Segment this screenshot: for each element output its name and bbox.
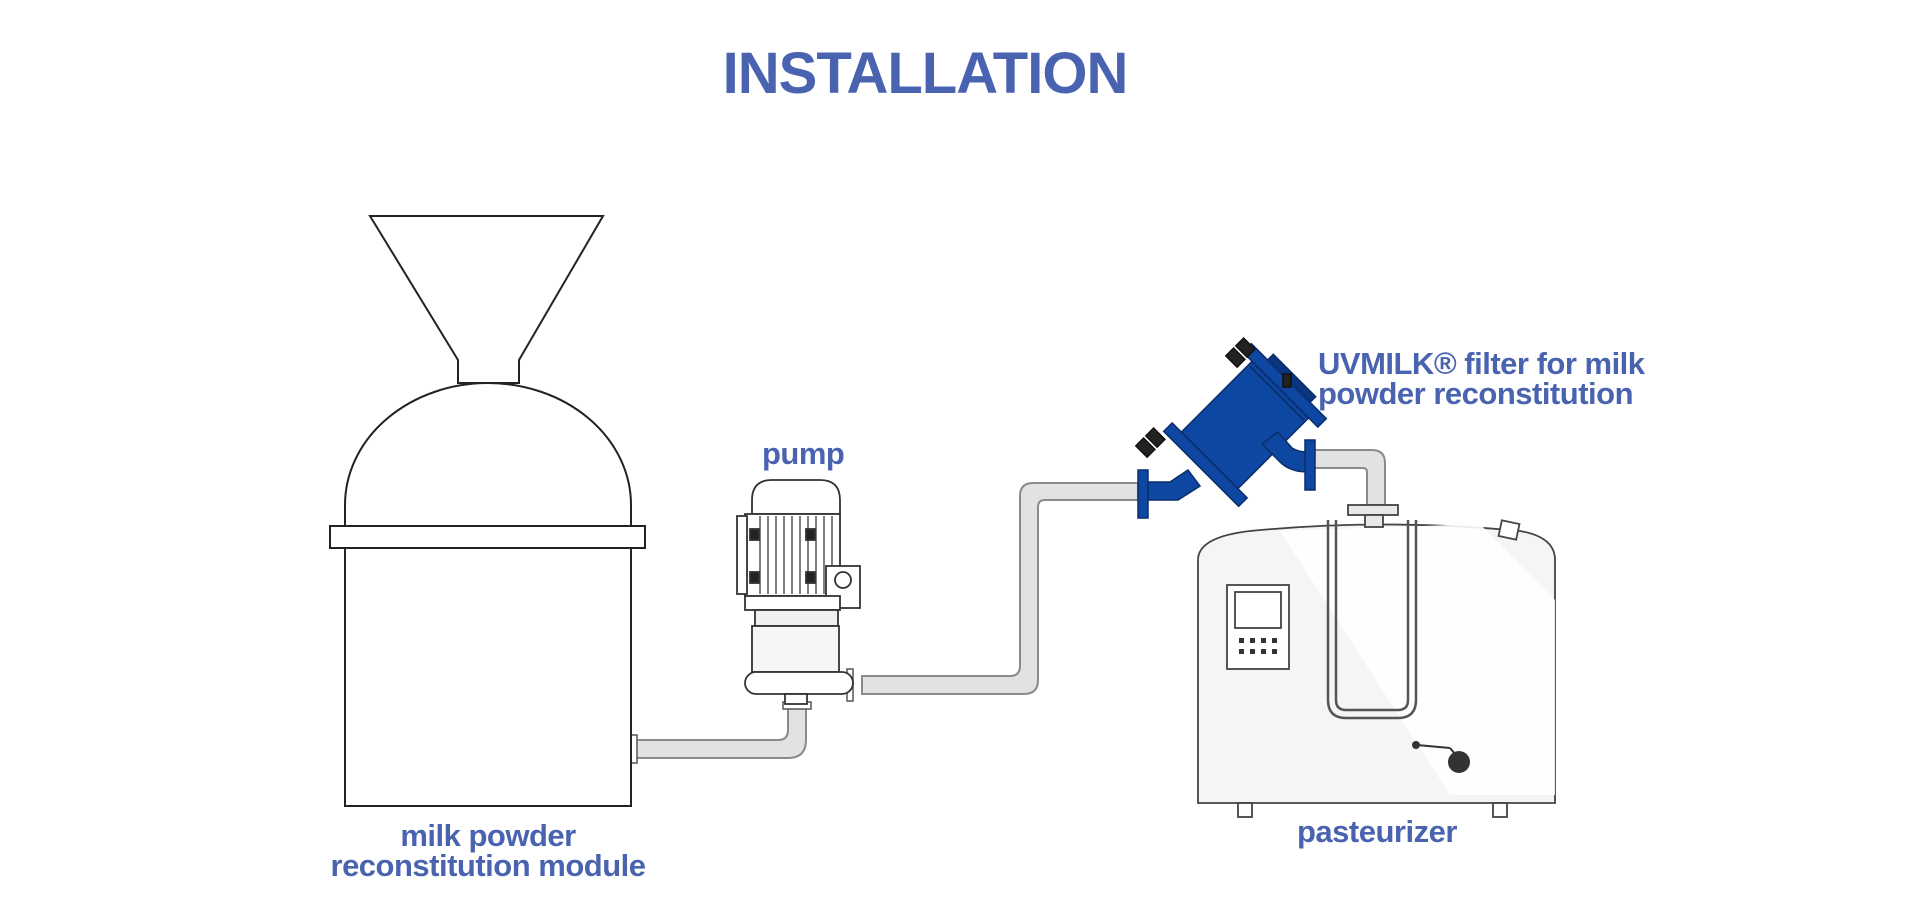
motor-bolt: [805, 571, 816, 584]
pasteurizer-label: pasteurizer: [1297, 814, 1457, 849]
tank-inlet-neck: [1364, 514, 1384, 528]
tank-foot: [1237, 802, 1253, 818]
pipe-filter-to-pasteurizer: [1311, 449, 1386, 506]
agitator-loop-inner: [1334, 520, 1410, 712]
module-label-line2: reconstitution module: [330, 848, 647, 883]
control-screen: [1234, 591, 1282, 629]
uvmilk-filter: [1134, 337, 1328, 519]
tank-highlight: [1280, 524, 1555, 795]
filter-label-line1: UVMILK® filter for milk: [1318, 346, 1645, 381]
outlet-valve-knob: [1448, 751, 1470, 773]
module-dome: [344, 382, 632, 527]
outlet-valve-pivot: [1412, 741, 1420, 749]
pasteurizer: [1197, 504, 1556, 818]
tank-vent: [1497, 519, 1521, 541]
motor-bolt: [749, 571, 760, 584]
filter-label-line2: powder reconstitution: [1318, 376, 1633, 411]
filter-inlet-elbow: [1147, 468, 1202, 501]
filter-inlet-flange: [1137, 469, 1149, 519]
filter-seam: [1249, 365, 1305, 421]
control-keypad: [1239, 638, 1277, 654]
module-rim: [329, 525, 646, 549]
motor-endplate: [736, 515, 748, 595]
filter-label: UVMILK® filter for milk powder reconstit…: [1318, 346, 1645, 411]
module-label: milk powder reconstitution module: [318, 818, 658, 883]
tank-inlet-flange: [1347, 504, 1399, 516]
motor-bolt: [805, 528, 816, 541]
module-label-line1: milk powder: [400, 818, 576, 853]
module-body: [344, 547, 632, 807]
pipe-pump-to-filter: [861, 482, 1139, 695]
pump-outlet-neck: [784, 693, 808, 705]
pump-housing: [754, 609, 839, 627]
pump-motor-cap: [751, 479, 841, 515]
tank-foot: [1492, 802, 1508, 818]
outlet-valve-arm: [1416, 744, 1451, 749]
pump-flange: [744, 595, 841, 611]
outlet-valve-stem: [1449, 747, 1457, 756]
reconstitution-module: [329, 215, 646, 807]
pipe-module-to-pump: [634, 706, 807, 759]
diagram-title: INSTALLATION: [722, 41, 1129, 106]
hopper-funnel: [368, 215, 605, 384]
pump: [736, 479, 861, 705]
motor-bolt: [749, 528, 760, 541]
pump-lantern: [751, 625, 840, 673]
filter-outlet-flange: [1304, 439, 1316, 491]
pump-volute: [744, 671, 854, 695]
agitator-loop: [1326, 520, 1418, 720]
terminal-knob: [834, 571, 852, 589]
filter-handles: [1134, 337, 1292, 459]
filter-bottom-flange: [1162, 421, 1249, 508]
pump-label: pump: [762, 436, 845, 471]
